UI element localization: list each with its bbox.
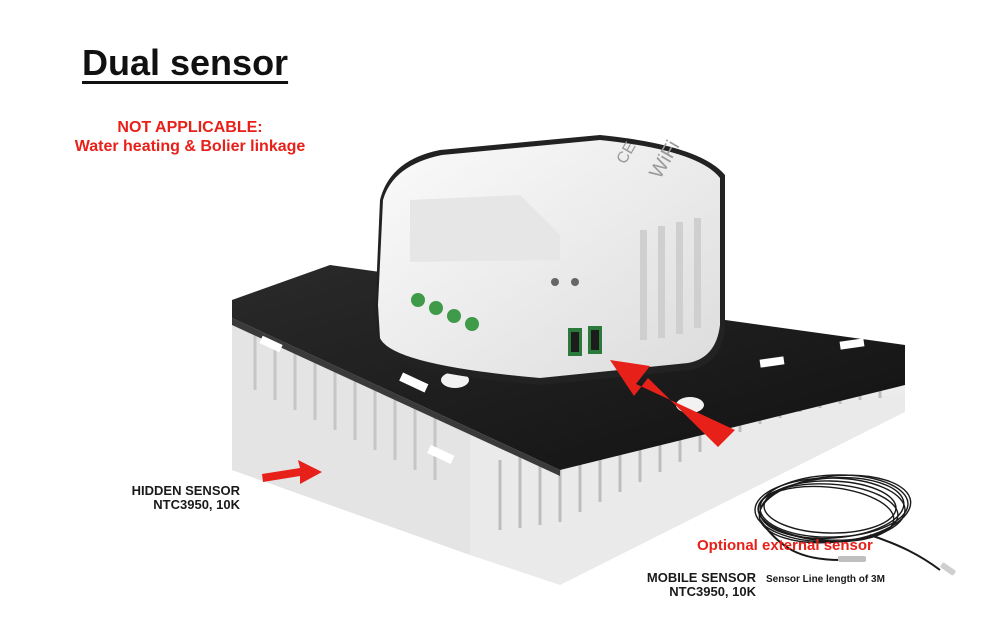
hidden-sensor-spec: NTC3950, 10K (153, 497, 240, 512)
notice-line-2: Water heating & Bolier linkage (74, 138, 306, 155)
back-housing: WiFi CE (375, 135, 725, 385)
mobile-sensor-label: MOBILE SENSOR NTC3950, 10K (634, 571, 756, 599)
arrow-to-hidden-sensor-icon (262, 460, 322, 484)
mobile-sensor-name: MOBILE SENSOR (646, 570, 756, 585)
arrow-to-port-icon (610, 360, 735, 447)
external-sensor-cable (754, 474, 941, 571)
external-sensor-probe (838, 556, 956, 576)
hidden-sensor-label: HIDDEN SENSOR NTC3950, 10K (118, 484, 240, 512)
notice-line-1: NOT APPLICABLE: (117, 119, 263, 136)
terminal-block (411, 293, 479, 331)
sensor-line-length-note: Sensor Line length of 3M (766, 574, 885, 585)
hidden-sensor-name: HIDDEN SENSOR (131, 483, 240, 498)
optional-external-sensor-caption: Optional external sensor (697, 537, 873, 554)
mobile-sensor-spec: NTC3950, 10K (669, 584, 756, 599)
sensor-port (568, 326, 602, 356)
not-applicable-notice: NOT APPLICABLE: Water heating & Bolier l… (50, 118, 330, 156)
page-title: Dual sensor (82, 42, 289, 83)
